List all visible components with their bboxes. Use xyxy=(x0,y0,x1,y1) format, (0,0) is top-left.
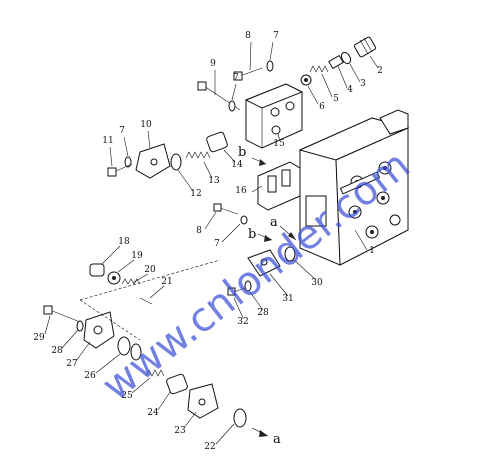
bolt-8-mid xyxy=(213,203,239,215)
watermark: www.cnlonder.com xyxy=(94,142,419,410)
cover-plate-10 xyxy=(135,143,171,179)
callout-26: 26 xyxy=(84,371,96,381)
o-ring-26 xyxy=(117,336,142,361)
callout-18: 18 xyxy=(118,237,130,247)
label-a-mid: a xyxy=(270,215,278,230)
callout-30: 30 xyxy=(311,278,323,288)
callout-20: 20 xyxy=(144,265,156,275)
label-b-mid: b xyxy=(248,227,256,242)
washer-7-lower xyxy=(240,215,248,225)
callout-21: 21 xyxy=(161,277,172,287)
callout-7c: 7 xyxy=(119,126,125,136)
label-b-top: b xyxy=(238,145,246,160)
callout-9: 9 xyxy=(210,59,216,69)
plug-18 xyxy=(89,263,105,277)
callout-23: 23 xyxy=(174,426,186,436)
callout-8b: 8 xyxy=(196,226,202,236)
bolt-11 xyxy=(107,163,133,177)
upper-cover-15 xyxy=(244,83,304,149)
o-ring-3 xyxy=(340,51,352,65)
callout-5: 5 xyxy=(333,94,339,104)
cover-31 xyxy=(247,249,281,277)
sleeve-24 xyxy=(166,373,188,395)
callout-13: 13 xyxy=(208,176,220,186)
o-ring-22 xyxy=(233,408,247,428)
callout-28b: 28 xyxy=(51,346,63,356)
callout-7d: 7 xyxy=(214,239,220,249)
spool-4 xyxy=(328,54,344,70)
callout-3: 3 xyxy=(360,79,366,89)
callout-15: 15 xyxy=(273,139,285,149)
direction-arrow-a-bottom xyxy=(251,427,269,437)
direction-arrow-b-mid xyxy=(257,233,273,242)
block-27 xyxy=(83,311,115,349)
gasket-plate-16 xyxy=(257,161,301,211)
bolt-8-top xyxy=(233,67,263,81)
callout-32: 32 xyxy=(237,317,248,327)
callout-16: 16 xyxy=(235,186,247,196)
leader-lines xyxy=(44,41,379,445)
callout-22: 22 xyxy=(204,442,215,452)
callout-10: 10 xyxy=(140,120,152,130)
plug-2 xyxy=(353,36,377,58)
bolt-29 xyxy=(43,305,81,323)
callout-29: 29 xyxy=(33,333,45,343)
label-a-bottom: a xyxy=(273,432,281,447)
o-ring-12 xyxy=(170,153,182,171)
pin-21 xyxy=(139,297,153,305)
callout-6: 6 xyxy=(319,102,325,112)
callout-28a: 28 xyxy=(257,308,269,318)
nut-6 xyxy=(300,74,312,86)
callout-27: 27 xyxy=(66,359,78,369)
washer-28-lower xyxy=(76,320,84,332)
direction-arrow-b-top xyxy=(251,157,267,166)
spring-13 xyxy=(185,151,211,159)
callout-19: 19 xyxy=(131,251,143,261)
callout-14: 14 xyxy=(231,160,243,170)
callout-4: 4 xyxy=(347,85,353,95)
callout-7a: 7 xyxy=(273,31,279,41)
washer-7-top xyxy=(266,60,274,72)
callout-12: 12 xyxy=(190,189,201,199)
o-ring-30 xyxy=(284,246,296,262)
washer-7-mid xyxy=(228,100,236,112)
callout-31: 31 xyxy=(282,294,293,304)
callout-1: 1 xyxy=(369,246,375,256)
piston-14 xyxy=(206,131,228,153)
spring-5 xyxy=(309,65,329,73)
valve-body xyxy=(298,109,410,266)
spring-25 xyxy=(145,369,165,377)
spring-20 xyxy=(121,278,141,285)
direction-arrow-a-mid xyxy=(279,225,297,241)
callout-2: 2 xyxy=(377,66,383,76)
callout-8a: 8 xyxy=(245,31,251,41)
callout-24: 24 xyxy=(147,408,159,418)
cover-23 xyxy=(187,383,219,419)
callout-numbers: 1234567897107111413121516873031283218192… xyxy=(33,31,383,452)
callout-11: 11 xyxy=(102,136,113,146)
nut-19 xyxy=(107,271,121,285)
callout-7b: 7 xyxy=(233,73,239,83)
washer-7-left xyxy=(124,156,132,168)
washer-28-mid xyxy=(244,280,252,292)
callout-25: 25 xyxy=(121,391,133,401)
